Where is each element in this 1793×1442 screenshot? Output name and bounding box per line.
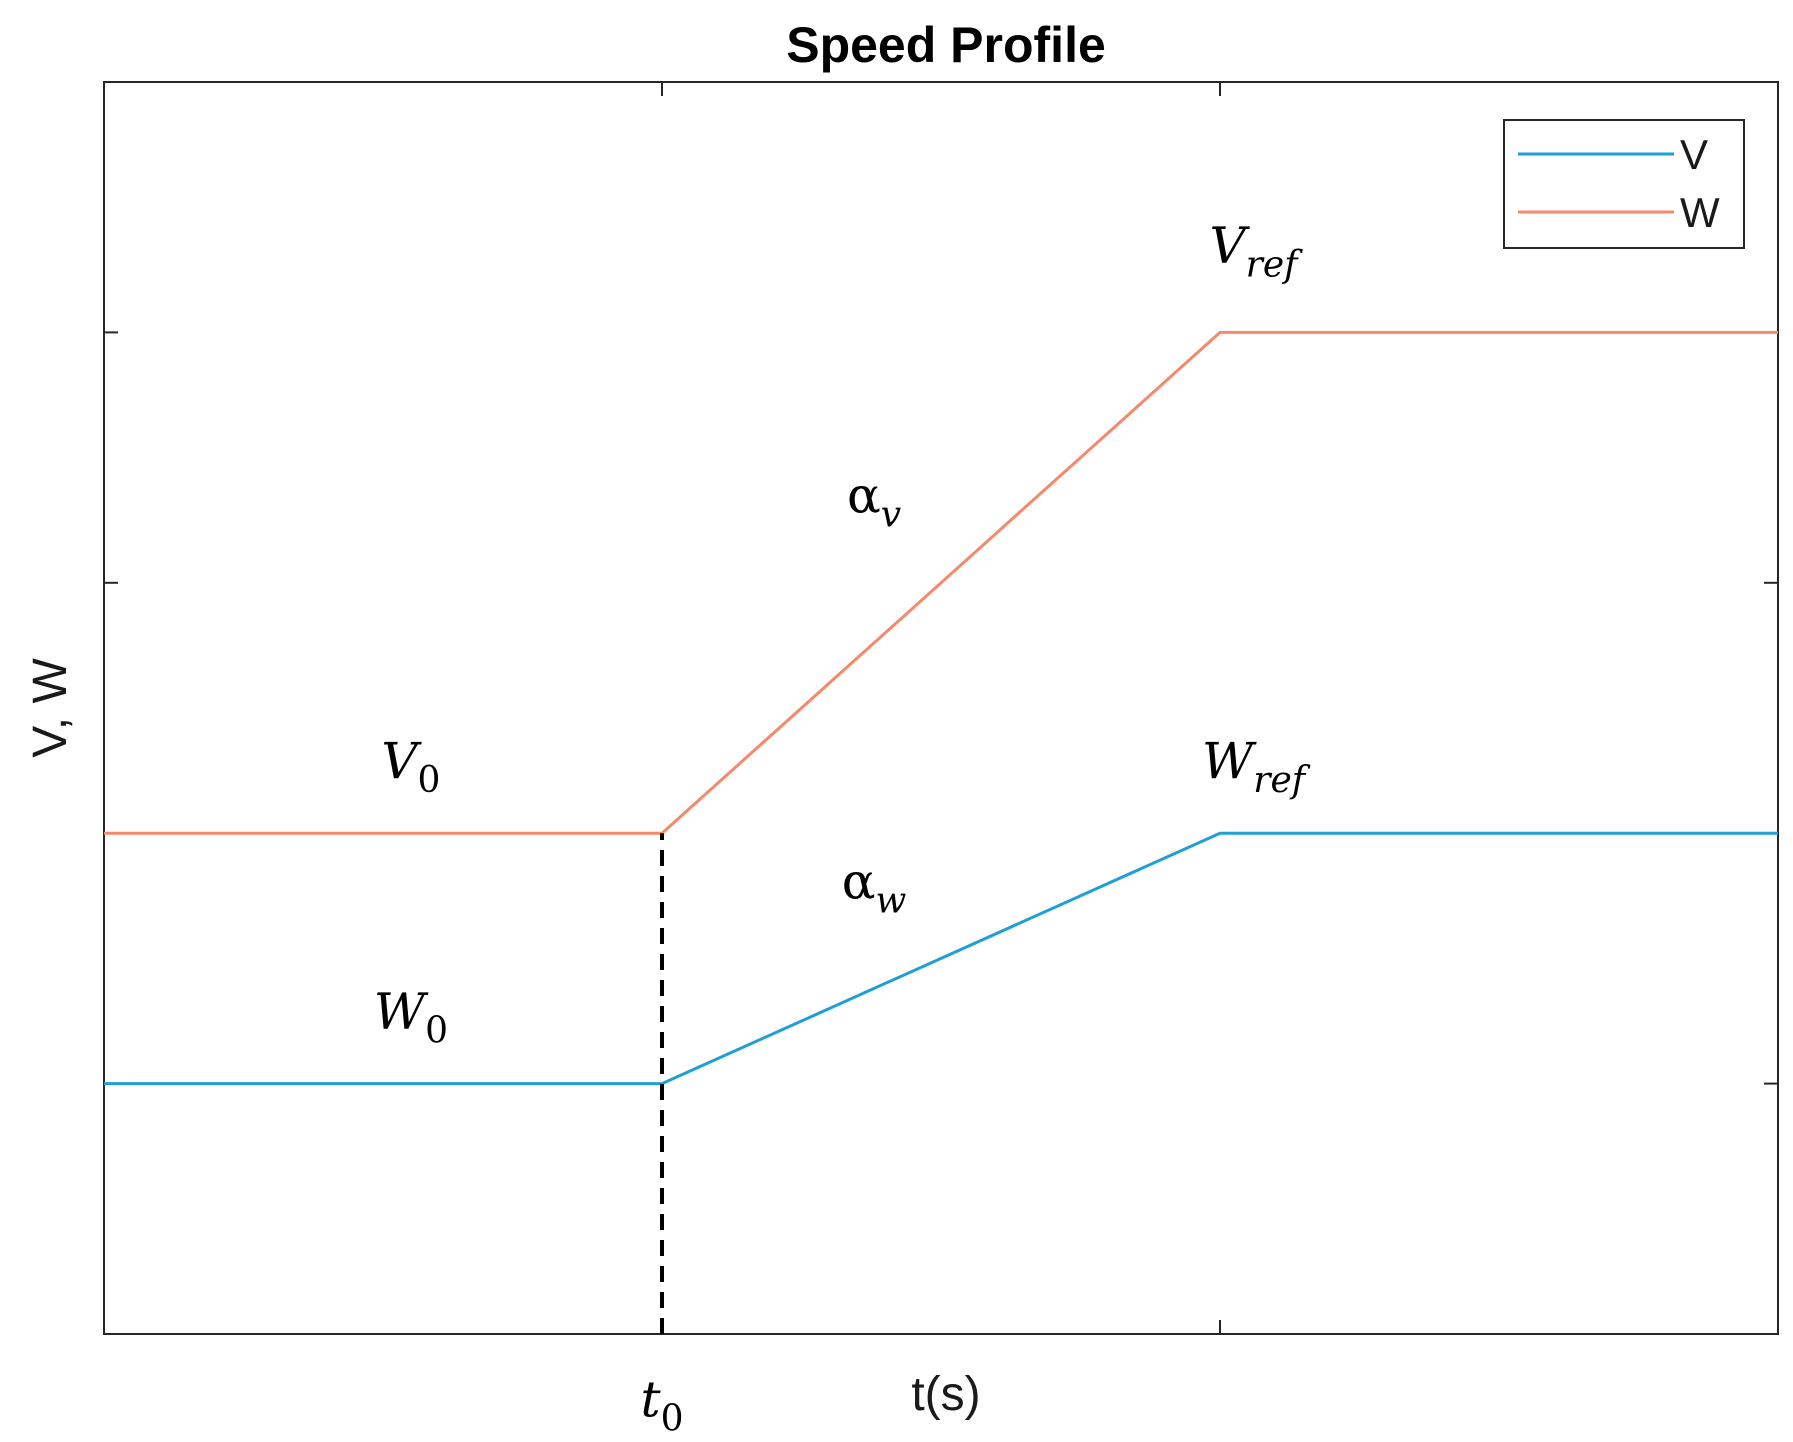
legend-label-v: V <box>1680 131 1708 178</box>
legend-label-w: W <box>1680 189 1720 236</box>
annotation-wref: Wref <box>1202 732 1311 801</box>
annotation-alpha-w: αw <box>842 852 907 921</box>
series-lines <box>104 330 1778 1086</box>
chart-title: Speed Profile <box>786 17 1106 73</box>
annotation-v0: V0 <box>381 732 440 801</box>
annotation-t0: t0 <box>641 1371 684 1440</box>
y-axis-label: V, W <box>24 658 77 758</box>
legend: VW <box>1503 119 1745 249</box>
plot-area-frame <box>103 81 1779 1335</box>
annotation-vref: Vref <box>1210 216 1304 285</box>
series-line-w <box>104 330 1778 835</box>
axis-ticks <box>103 81 1779 1335</box>
annotation-alpha-v: αv <box>847 467 901 536</box>
annotation-w0: W0 <box>374 983 448 1052</box>
x-axis-label: t(s) <box>911 1368 980 1421</box>
series-line-v <box>104 831 1778 1086</box>
legend-box <box>1503 119 1745 249</box>
